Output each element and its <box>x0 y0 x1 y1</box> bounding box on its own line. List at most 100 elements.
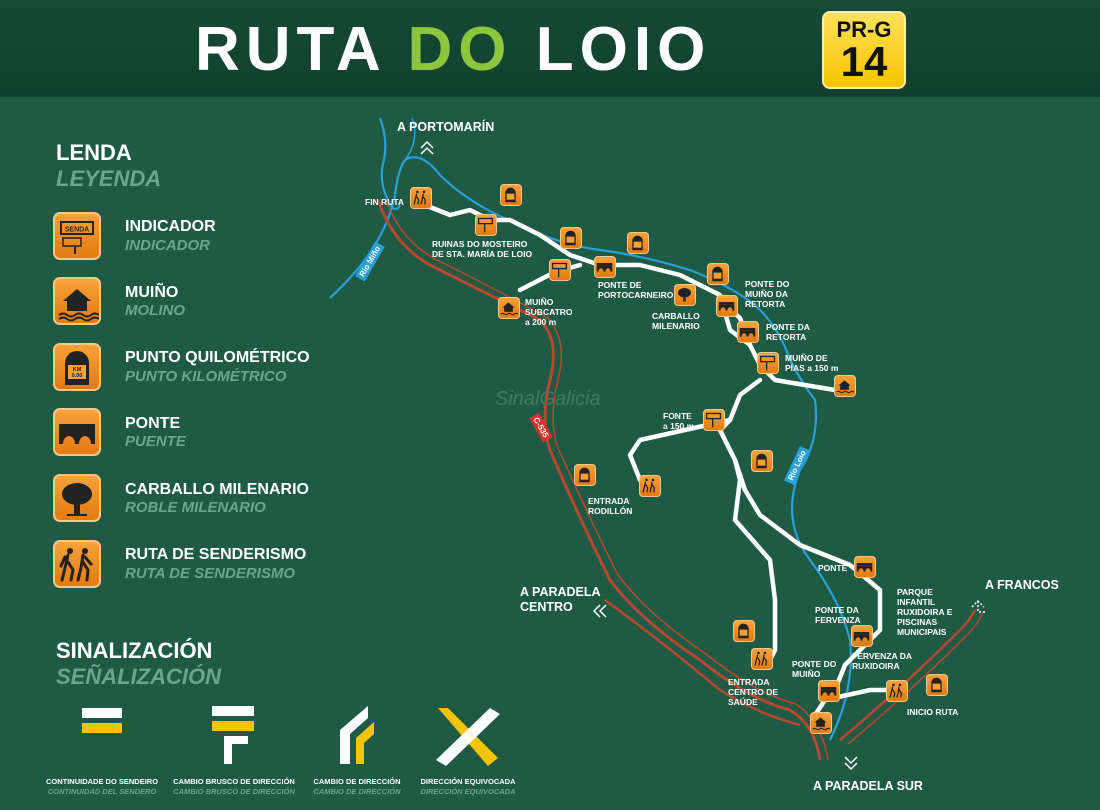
signage-label-cambio: CAMBIO DE DIRECCIÓN <box>313 777 401 786</box>
km-marker-icon[interactable] <box>707 263 729 285</box>
signpost-icon[interactable] <box>703 409 725 431</box>
legend-title: LENDA <box>56 140 132 165</box>
mill-icon[interactable] <box>498 297 520 319</box>
hikers-icon[interactable] <box>639 475 661 497</box>
change-yellow-arrow <box>356 722 374 764</box>
signpost-icon[interactable] <box>757 352 779 374</box>
label-muino-pias-2: PÍAS a 150 m <box>785 363 839 373</box>
change-white-arrow <box>340 706 368 764</box>
oak-tree-icon[interactable] <box>674 284 696 306</box>
badge-number: 14 <box>840 38 888 85</box>
label-muino-sub-2: SUBCATRO <box>525 307 573 317</box>
road-francos <box>839 609 977 741</box>
road-paradela <box>604 598 801 727</box>
signage-label-continuidade: CONTINUIDADE DO SENDEIRO <box>45 777 159 786</box>
label-parque-5: MUNICIPAIS <box>897 627 947 637</box>
abrupt-white-bar <box>212 706 254 716</box>
watermark: SinalGalicia <box>495 388 601 410</box>
dest-portomarin: A PORTOMARÍN <box>397 120 495 134</box>
signage-subtitle: SEÑALIZACIÓN <box>56 664 221 689</box>
label-ruinas-1: RUINAS DO MOSTEIRO <box>432 239 528 249</box>
km-marker-icon[interactable] <box>560 227 582 249</box>
legend-label-indicador: INDICADOR <box>125 218 216 235</box>
chevron-up-icon <box>420 140 434 155</box>
road-c535-edge <box>385 199 829 761</box>
legend-sublabel-punto-kilometrico: PUNTO KILOMÉTRICO <box>125 368 287 385</box>
bridge-icon <box>53 408 101 456</box>
continuity-yellow-bar <box>82 723 122 733</box>
bridge-icon[interactable] <box>737 321 759 343</box>
abrupt-yellow-bar <box>212 721 254 731</box>
label-fervenza-1: FERVENZA DA <box>852 651 912 661</box>
km-sign-text: KM <box>73 367 82 373</box>
signage-label-cambio-brusco: CAMBIO BRUSCO DE DIRECCIÓN <box>173 777 295 786</box>
legend-subtitle: LEYENDA <box>56 166 162 191</box>
signage-symbols <box>82 706 500 766</box>
legend-sublabel-roble: ROBLE MILENARIO <box>125 499 266 516</box>
signage-sublabel-cambio-brusco: CAMBIO BRUSCO DE DIRECCIÓN <box>173 787 295 796</box>
bridge-icon[interactable] <box>594 256 616 278</box>
legend-label-punto-quilometrico: PUNTO QUILOMÉTRICO <box>125 349 310 366</box>
label-entrada-rod-1: ENTRADA <box>588 496 630 506</box>
label-entrada-centro-3: SAÚDE <box>728 697 758 707</box>
label-ponte-ferv-2: FERVENZA <box>815 615 861 625</box>
km-marker-icon[interactable] <box>627 232 649 254</box>
header: RUTA DO LOIO PR-G 14 <box>0 0 1100 97</box>
label-ponte-muino-ret-2: MUIÑO DA <box>745 289 788 299</box>
mill-icon[interactable] <box>834 375 856 397</box>
chevron-left-icon <box>592 604 607 618</box>
km-marker-icon[interactable] <box>500 184 522 206</box>
km-marker-icon[interactable] <box>574 464 596 486</box>
legend-label-muino: MUIÑO <box>125 284 179 301</box>
dest-paradela-sur: A PARADELA SUR <box>813 779 923 793</box>
label-ponte-muino-ret-1: PONTE DO <box>745 279 790 289</box>
legend-label-ponte: PONTE <box>125 415 181 432</box>
km-marker-icon[interactable] <box>751 450 773 472</box>
road-c535 <box>376 199 822 761</box>
label-carballo-2: MILENARIO <box>652 321 700 331</box>
continuity-white-bar <box>82 708 122 718</box>
signage-sublabel-continuidad: CONTINUIDAD DEL SENDERO <box>47 787 157 796</box>
dest-paradela-centro-1: A PARADELA <box>520 585 601 599</box>
label-carballo-1: CARBALLO <box>652 311 700 321</box>
signpost-icon[interactable] <box>549 259 571 281</box>
route-badge: PR-G 14 <box>822 11 906 89</box>
river-mino-upper <box>378 117 401 211</box>
trail-centro-saude <box>732 457 778 663</box>
river-mino-branch <box>404 117 416 161</box>
map-title: RUTA DO LOIO <box>195 14 711 85</box>
label-fin-ruta: FIN RUTA <box>365 197 405 207</box>
km-marker-icon[interactable] <box>733 620 755 642</box>
title-word-ruta: RUTA <box>195 15 385 84</box>
bridge-icon[interactable] <box>716 295 738 317</box>
signpost-sign-text: SENDA <box>65 227 90 234</box>
label-ruinas-2: DE STA. MARÍA DE LOIO <box>432 249 533 259</box>
hikers-icon[interactable] <box>886 680 908 702</box>
label-muino-sub-3: a 200 m <box>525 317 557 327</box>
label-inicio-ruta: INICIO RUTA <box>907 707 959 717</box>
legend-sublabel-molino: MOLINO <box>125 302 185 319</box>
mill-icon <box>53 277 101 325</box>
signage-title: SINALIZACIÓN <box>56 638 213 663</box>
label-fonte-2: a 150 m <box>663 421 695 431</box>
hikers-icon[interactable] <box>751 648 773 670</box>
badge-code: PR-G <box>836 17 892 42</box>
label-fonte-1: FONTE <box>663 411 692 421</box>
mill-icon[interactable] <box>810 712 832 734</box>
label-muino-pias-1: MUIÑO DE <box>785 353 828 363</box>
hikers-icon[interactable] <box>410 187 432 209</box>
label-parque-4: PISCINAS <box>897 617 938 627</box>
label-ponte-ferv-1: PONTE DA <box>815 605 859 615</box>
km-marker-icon[interactable] <box>926 674 948 696</box>
label-parque-2: INFANTIL <box>897 597 936 607</box>
bridge-icon[interactable] <box>854 556 876 578</box>
label-ponte-muino-2: MUIÑO <box>792 669 821 679</box>
signpost-icon[interactable] <box>475 214 497 236</box>
chevron-down-icon <box>844 756 858 771</box>
bridge-icon[interactable] <box>818 680 840 702</box>
label-ponte-ret-1: PONTE DA <box>766 322 810 332</box>
signage-sublabel-equivocada: DIRECCIÓN EQUIVOCADA <box>420 787 516 796</box>
chevron-northeast-icon <box>971 599 986 613</box>
label-parque-3: RUXIDOIRA E <box>897 607 953 617</box>
bridge-icon[interactable] <box>851 625 873 647</box>
